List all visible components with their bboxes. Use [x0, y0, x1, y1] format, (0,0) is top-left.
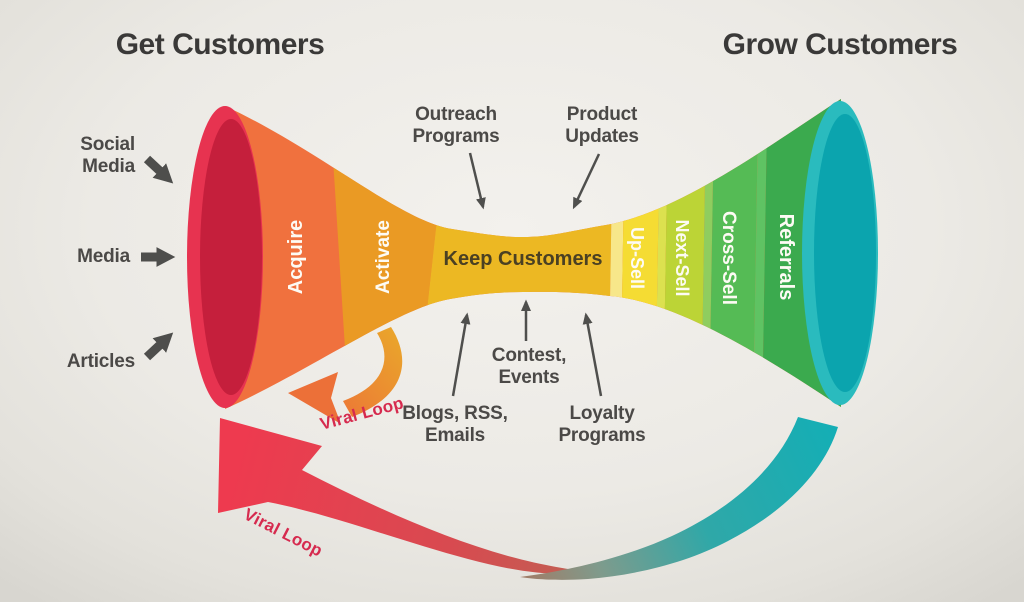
product-arrow: [572, 153, 601, 210]
channel-media: Media: [77, 246, 130, 267]
annotation-product-updates: Product Updates: [565, 104, 639, 148]
viral-loop-small-arrow: [288, 327, 403, 424]
get-customers-title: Get Customers: [115, 28, 325, 61]
annotation-arrows: [451, 152, 603, 397]
channel-social-media: Social Media: [80, 134, 135, 178]
grow-customers-title: Grow Customers: [722, 28, 958, 61]
annotation-loyalty-programs: Loyalty Programs: [558, 403, 646, 447]
stage-activate-label: Activate: [373, 220, 394, 294]
stage-keep-customers-label: Keep Customers: [443, 248, 603, 270]
viral-loop-big-arrow: [218, 418, 592, 574]
funnel-mouth-teal: [802, 101, 878, 405]
funnel-mouth-red: [187, 106, 263, 408]
channel-articles: Articles: [66, 351, 135, 372]
annotation-outreach-programs: Outreach Programs: [412, 104, 500, 148]
outreach-arrow: [468, 152, 486, 210]
annotation-contest-events: Contest, Events: [491, 345, 567, 389]
stage-referrals-label: Referrals: [775, 213, 797, 301]
blogs-arrow: [451, 312, 471, 397]
stage-crosssell-label: Cross-Sell: [718, 211, 739, 305]
stage-upsell-label: Up-Sell: [627, 226, 647, 289]
loyalty-arrow: [582, 312, 603, 397]
stage-nextsell-label: Next-Sell: [672, 219, 692, 297]
annotation-blogs-rss-emails: Blogs, RSS, Emails: [402, 403, 508, 447]
channel-arrows: [141, 155, 176, 361]
stage-acquire-label: Acquire: [285, 219, 307, 295]
down-right-arrow: [143, 155, 174, 184]
viral-loop-teal-swoosh: [520, 417, 838, 580]
keep-customers-segment: [395, 99, 615, 409]
up-right-arrow: [143, 332, 174, 361]
segment-highlight: [750, 99, 769, 409]
